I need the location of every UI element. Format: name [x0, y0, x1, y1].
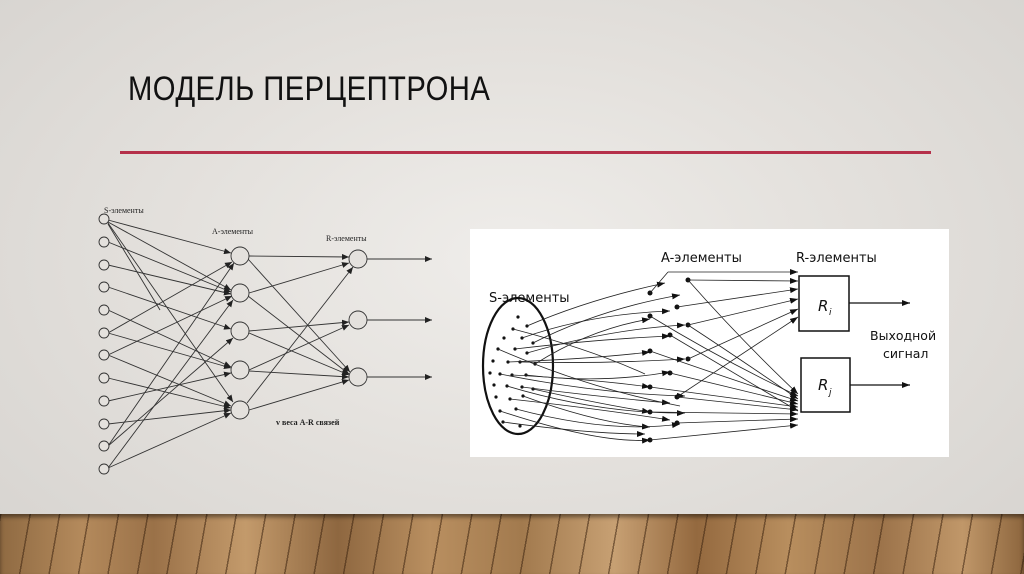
a-to-r-connections — [649, 269, 799, 441]
rj-label: R — [818, 376, 828, 394]
s-to-a-connections — [107, 219, 235, 469]
output-signal-label-line2: сигнал — [883, 346, 928, 361]
s-dots — [488, 315, 537, 428]
r-elements-label: R-элементы — [796, 251, 877, 266]
s-elements-label: S-элементы — [489, 291, 570, 306]
s-nodes — [98, 213, 110, 475]
output-arrows — [367, 256, 432, 380]
rj-box — [800, 357, 851, 413]
title-underline — [120, 151, 931, 154]
output-signal-label-line1: Выходной — [870, 328, 936, 343]
ri-label: R — [818, 297, 828, 315]
r-nodes — [348, 249, 368, 387]
slide-title: МОДЕЛЬ ПЕРЦЕПТРОНА — [128, 70, 491, 108]
a-elements-label: A-элементы — [212, 227, 254, 236]
a-elements-label: A-элементы — [661, 251, 742, 266]
r-elements-label: R-элементы — [326, 234, 367, 243]
a-to-r-connections — [246, 253, 354, 411]
rj-subscript: j — [827, 388, 832, 398]
a-nodes — [230, 246, 250, 420]
s-to-a-connections — [497, 281, 686, 444]
ri-subscript: i — [829, 308, 832, 318]
perceptron-block-diagram-panel: R i R j S-элементы A-элементы R-элементы… — [470, 229, 949, 457]
s-elements-label: S-элементы — [104, 206, 144, 215]
perceptron-block-diagram: R i R j S-элементы A-элементы R-элементы… — [481, 251, 936, 444]
s-elements-ellipse — [481, 296, 555, 436]
weights-label: v веса A-R связей — [276, 418, 340, 427]
wood-floor-decoration — [0, 514, 1024, 574]
